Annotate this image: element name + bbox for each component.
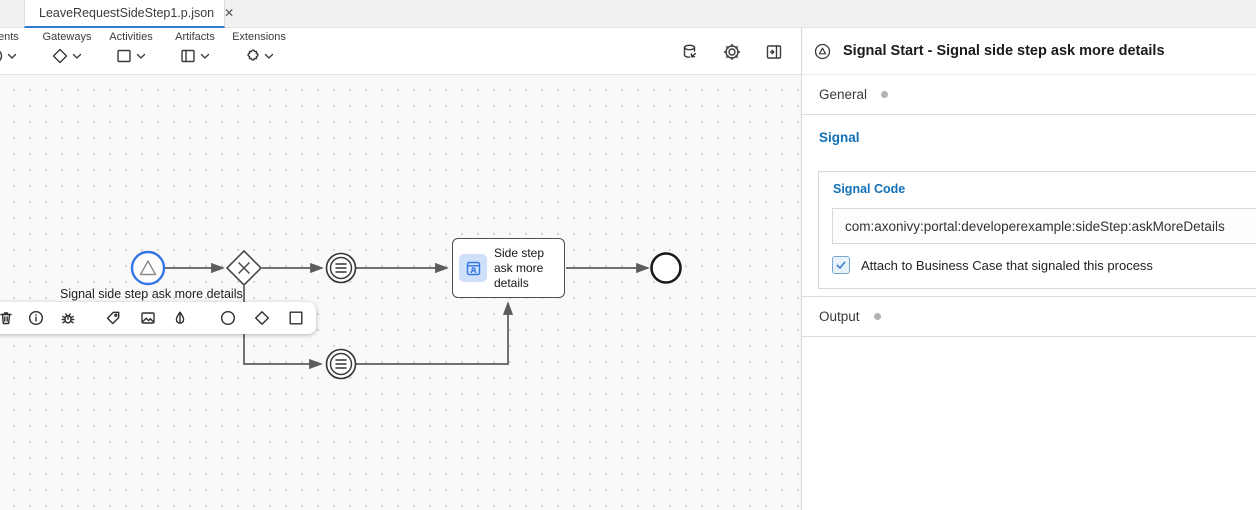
toolbar-group-events: Events xyxy=(0,31,30,69)
attach-business-case-label: Attach to Business Case that signaled th… xyxy=(861,257,1153,273)
chevron-down-icon xyxy=(7,53,17,59)
event-circle-icon xyxy=(0,50,3,62)
tab-bar: LeaveRequestSideStep1.p.json ✕ xyxy=(0,0,1256,28)
tab-title: LeaveRequestSideStep1.p.json xyxy=(39,6,215,20)
extension-puzzle-icon xyxy=(247,49,259,61)
inspector-panel: Signal Start - Signal side step ask more… xyxy=(801,28,1256,510)
toolbar-right-actions xyxy=(679,28,785,74)
extensions-menu-button[interactable] xyxy=(244,48,274,64)
start-event-label: Signal side step ask more details xyxy=(60,287,243,301)
signal-group-box: Signal Code Attach to Business Case that… xyxy=(818,171,1256,289)
end-event[interactable] xyxy=(650,252,682,284)
general-section-label: General xyxy=(819,87,868,102)
chevron-down-icon xyxy=(136,53,146,59)
section-output[interactable]: Output xyxy=(802,296,1256,337)
section-general[interactable]: General xyxy=(802,75,1256,115)
editor-toolbar: Events Gateways Activities Artifacts xyxy=(0,28,801,75)
gateway-diamond-icon[interactable] xyxy=(254,310,270,326)
activity-square-icon[interactable] xyxy=(288,310,304,326)
alternative-gateway[interactable] xyxy=(225,249,263,287)
signal-start-icon xyxy=(814,43,831,59)
group-label-events: Events xyxy=(0,31,19,43)
group-label-artifacts: Artifacts xyxy=(175,31,215,43)
flow-wait2-to-task[interactable] xyxy=(356,301,514,365)
bug-icon[interactable] xyxy=(60,310,76,326)
wait-event-upper[interactable] xyxy=(325,252,357,284)
signal-code-input[interactable] xyxy=(832,208,1256,244)
checkbox[interactable] xyxy=(832,256,850,274)
color-drop-icon[interactable] xyxy=(172,310,188,326)
toolbar-group-extensions: Extensions xyxy=(231,31,287,69)
settings-gear-icon[interactable] xyxy=(721,41,743,63)
quick-action-popup xyxy=(0,302,316,334)
section-modified-dot xyxy=(873,313,881,320)
user-task-node[interactable]: Side step ask more details xyxy=(452,238,565,298)
chevron-down-icon xyxy=(72,53,82,59)
toolbar-group-gateways: Gateways xyxy=(39,31,95,69)
image-icon[interactable] xyxy=(140,310,156,326)
task-label: Side step ask more details xyxy=(494,245,545,290)
gateways-menu-button[interactable] xyxy=(52,48,82,64)
artifact-lane-icon xyxy=(181,49,195,63)
group-label-gateways: Gateways xyxy=(42,31,92,43)
group-label-extensions: Extensions xyxy=(232,31,286,43)
info-icon[interactable] xyxy=(28,310,44,326)
data-class-icon[interactable] xyxy=(679,41,701,63)
toolbar-group-artifacts: Artifacts xyxy=(167,31,223,69)
section-modified-dot xyxy=(881,91,889,98)
tab-leave-request[interactable]: LeaveRequestSideStep1.p.json ✕ xyxy=(24,0,234,28)
signal-triangle-icon xyxy=(139,260,157,276)
tag-icon[interactable] xyxy=(105,310,121,326)
activities-menu-button[interactable] xyxy=(116,48,146,64)
activity-square-icon xyxy=(117,49,131,63)
wait-lines-icon xyxy=(335,263,347,273)
delete-icon[interactable] xyxy=(0,310,14,326)
attach-business-case-checkbox-row[interactable]: Attach to Business Case that signaled th… xyxy=(832,256,1153,274)
signal-code-label: Signal Code xyxy=(833,182,906,196)
event-circle-icon[interactable] xyxy=(220,310,236,326)
process-canvas[interactable]: Signal side step ask more details Side s… xyxy=(0,75,801,510)
wait-event-lower[interactable] xyxy=(325,348,357,380)
checkbox-check-icon xyxy=(836,261,846,269)
artifacts-menu-button[interactable] xyxy=(180,48,210,64)
user-dialog-icon xyxy=(459,254,487,282)
inspector-header: Signal Start - Signal side step ask more… xyxy=(802,28,1256,75)
tab-close-icon[interactable]: ✕ xyxy=(224,6,235,20)
gateway-diamond-icon xyxy=(52,48,68,64)
output-section-label: Output xyxy=(819,309,860,324)
toggle-inscription-panel-icon[interactable] xyxy=(763,41,785,63)
section-signal[interactable]: Signal xyxy=(819,130,860,145)
toolbar-group-activities: Activities xyxy=(103,31,159,69)
gateway-x-icon xyxy=(237,261,251,275)
chevron-down-icon xyxy=(200,53,210,59)
chevron-down-icon xyxy=(264,53,274,59)
events-menu-button[interactable] xyxy=(0,48,17,64)
signal-start-event[interactable] xyxy=(130,250,166,286)
inspector-title: Signal Start - Signal side step ask more… xyxy=(843,43,1165,59)
wait-lines-icon xyxy=(335,359,347,369)
process-diagram xyxy=(130,249,682,380)
group-label-activities: Activities xyxy=(109,31,153,43)
